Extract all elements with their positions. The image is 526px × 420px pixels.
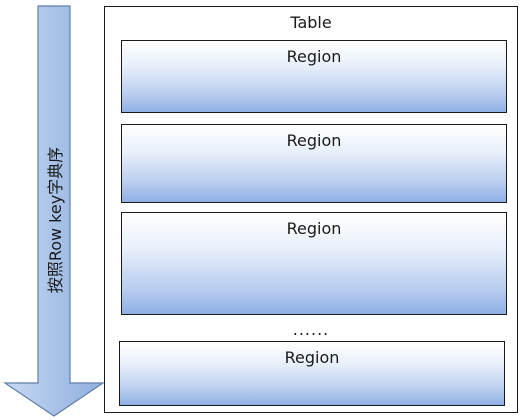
region-label: Region [284, 348, 340, 367]
table-title: Table [290, 13, 332, 32]
arrow-shape [3, 5, 105, 417]
region-box: Region [121, 124, 507, 203]
sort-order-label: 按照Row key字典序 [46, 146, 65, 294]
region-label: Region [286, 131, 342, 150]
table-container: Table Region Region Region ...... Region [104, 6, 518, 413]
down-arrow-icon [3, 5, 105, 417]
region-label: Region [286, 47, 342, 66]
more-regions-ellipsis: ...... [292, 320, 330, 339]
region-label: Region [286, 219, 342, 238]
region-box: Region [121, 212, 507, 315]
region-box: Region [119, 341, 505, 406]
region-box: Region [121, 40, 507, 113]
